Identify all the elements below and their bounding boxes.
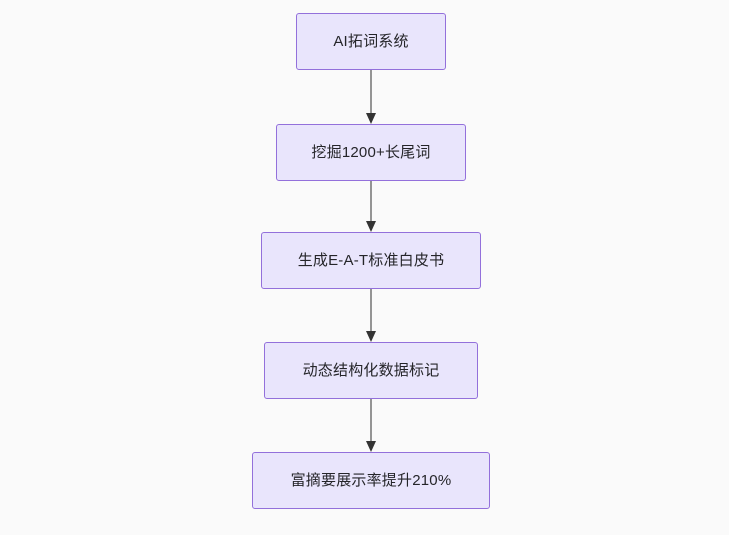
flow-node-label: AI拓词系统 bbox=[333, 33, 409, 50]
flow-node-label: 富摘要展示率提升210% bbox=[290, 472, 452, 489]
flow-node-eat-whitepaper[interactable]: 生成E-A-T标准白皮书 bbox=[261, 232, 481, 289]
flow-node-ai-keyword-system[interactable]: AI拓词系统 bbox=[296, 13, 446, 70]
flow-node-label: 动态结构化数据标记 bbox=[302, 362, 440, 379]
flow-node-structured-data-markup[interactable]: 动态结构化数据标记 bbox=[264, 342, 478, 399]
flow-node-label: 生成E-A-T标准白皮书 bbox=[297, 252, 445, 269]
flow-edge-node4-node5 bbox=[363, 399, 379, 452]
flow-node-label: 挖掘1200+长尾词 bbox=[311, 144, 431, 161]
flow-edge-node2-node3 bbox=[363, 181, 379, 232]
flow-edge-node3-node4 bbox=[363, 289, 379, 342]
flow-node-rich-snippet-result[interactable]: 富摘要展示率提升210% bbox=[252, 452, 490, 509]
flow-edge-node1-node2 bbox=[363, 70, 379, 124]
flow-node-longtail-mining[interactable]: 挖掘1200+长尾词 bbox=[276, 124, 466, 181]
